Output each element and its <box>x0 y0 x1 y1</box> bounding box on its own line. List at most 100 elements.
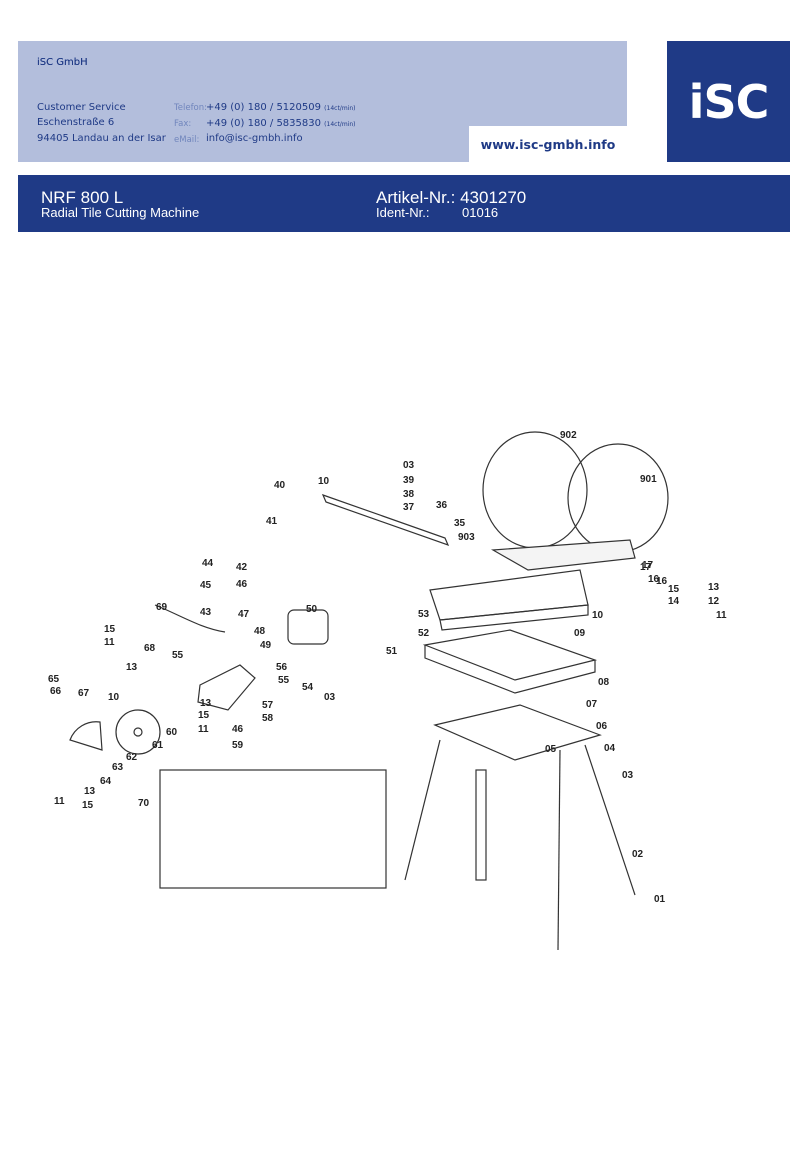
part-label: 39 <box>403 475 415 486</box>
part-label: 46 <box>236 579 248 590</box>
part-label: 36 <box>436 500 448 511</box>
detail-circle-901 <box>567 443 669 553</box>
part-label: 56 <box>276 662 288 673</box>
part-label: 53 <box>418 609 430 620</box>
part-label: 38 <box>403 489 415 500</box>
saw-blade <box>115 709 161 755</box>
part-label: 13 <box>126 662 138 673</box>
saw-housing <box>197 664 256 711</box>
product-title-bar: NRF 800 L Radial Tile Cutting Machine Ar… <box>18 175 790 232</box>
part-label: 62 <box>126 752 138 763</box>
part-label: 50 <box>306 604 318 615</box>
part-label: 17 <box>642 560 654 571</box>
part-label: 901 <box>640 474 657 485</box>
part-label: 15 <box>198 710 210 721</box>
part-label: 49 <box>260 640 272 651</box>
water-tray <box>422 629 598 681</box>
part-label: 67 <box>78 688 90 699</box>
part-label: 55 <box>172 650 184 661</box>
part-label: 06 <box>596 721 608 732</box>
part-label: 37 <box>403 502 415 513</box>
fax-number: +49 (0) 180 / 5835830 (14ct/min) <box>206 118 356 129</box>
part-label: 11 <box>198 724 209 735</box>
part-label: 08 <box>598 677 610 688</box>
guide-rail <box>321 493 450 547</box>
blade-hub <box>133 727 143 737</box>
part-label: 13 <box>708 582 720 593</box>
leg-2 <box>475 769 487 881</box>
product-description: Radial Tile Cutting Machine <box>41 205 200 220</box>
company-name-line: iSC GmbH <box>37 57 88 68</box>
detail-box-70 <box>159 769 387 889</box>
part-label: 05 <box>545 744 557 755</box>
part-label: 01 <box>654 894 666 905</box>
water-tray-side <box>424 645 596 694</box>
leg-4 <box>584 744 636 896</box>
part-label: 03 <box>403 460 415 471</box>
leg-1 <box>404 739 441 881</box>
part-label: 41 <box>266 516 278 527</box>
part-label: 48 <box>254 626 266 637</box>
part-label: 55 <box>278 675 290 686</box>
ident-number: 01016 <box>462 205 499 220</box>
part-label: 07 <box>586 699 598 710</box>
part-label: 09 <box>574 628 586 639</box>
part-label: 58 <box>262 713 274 724</box>
part-label: 70 <box>138 798 150 809</box>
product-model: NRF 800 L <box>41 188 124 207</box>
website-link[interactable]: www.isc-gmbh.info <box>469 126 627 162</box>
phone-number: +49 (0) 180 / 5120509 (14ct/min) <box>206 102 356 113</box>
part-label: 16 <box>648 574 660 585</box>
table-frame-side <box>439 604 589 631</box>
part-label: 10 <box>592 610 604 621</box>
part-label: 44 <box>202 558 214 569</box>
table-plate <box>490 539 636 571</box>
fax-label: Fax: <box>174 119 192 129</box>
phone-label: Telefon: <box>174 103 208 113</box>
part-label: 43 <box>200 607 212 618</box>
part-label: 51 <box>386 646 398 657</box>
part-label: 03 <box>622 770 634 781</box>
part-label: 46 <box>232 724 244 735</box>
part-label: 15 <box>82 800 94 811</box>
motor <box>287 609 329 645</box>
detail-circle-902 <box>482 431 588 549</box>
part-label: 35 <box>454 518 466 529</box>
part-label: 902 <box>560 430 577 441</box>
company-name: iSC GmbH <box>37 57 88 68</box>
leg-3 <box>557 749 561 951</box>
blade-guard <box>69 721 103 751</box>
part-label: 11 <box>54 796 65 807</box>
part-label: 63 <box>112 762 124 773</box>
article-number: Artikel-Nr.: 4301270 <box>376 188 527 207</box>
ident-label: Ident-Nr.: <box>376 205 430 220</box>
part-label: 60 <box>166 727 178 738</box>
part-label: 04 <box>604 743 616 754</box>
part-label: 16 <box>656 576 668 587</box>
company-street: Eschenstraße 6 <box>37 117 115 128</box>
part-label: 69 <box>156 602 168 613</box>
part-label: 47 <box>238 609 250 620</box>
part-label: 42 <box>236 562 248 573</box>
part-label: 11 <box>104 637 115 648</box>
part-label: 14 <box>668 596 680 607</box>
part-label: 13 <box>84 786 96 797</box>
part-label: 03 <box>324 692 336 703</box>
part-label: 17 <box>640 562 652 573</box>
email-link[interactable]: info@isc-gmbh.info <box>206 133 303 144</box>
email-label: eMail: <box>174 135 200 145</box>
part-label: 61 <box>152 740 164 751</box>
part-label: 59 <box>232 740 244 751</box>
part-label: 57 <box>262 700 274 711</box>
company-department: Customer Service <box>37 102 126 113</box>
part-label: 15 <box>104 624 116 635</box>
part-label: 12 <box>708 596 720 607</box>
company-city: 94405 Landau an der Isar <box>37 133 166 144</box>
part-label: 52 <box>418 628 430 639</box>
part-label: 40 <box>274 480 286 491</box>
part-label: 15 <box>668 584 680 595</box>
part-label: 13 <box>200 698 212 709</box>
part-label: 54 <box>302 682 314 693</box>
cable-chain <box>154 604 226 633</box>
